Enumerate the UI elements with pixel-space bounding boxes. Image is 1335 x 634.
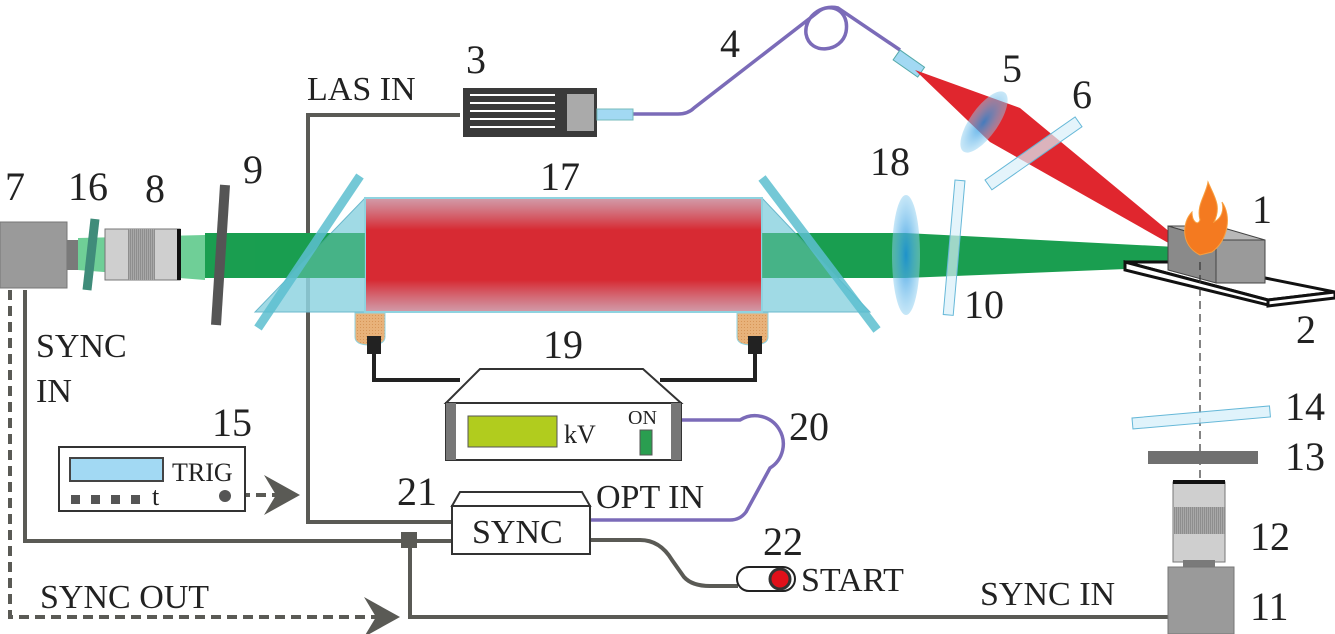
camera2-sync-wire [408,541,1168,619]
discharge-cell [253,173,881,354]
las-in-label: LAS IN [307,71,416,108]
label-2: 2 [1296,307,1316,352]
lens-18 [892,195,920,315]
label-13: 13 [1285,434,1325,479]
trig-label: TRIG [172,458,233,487]
fiber-cables [590,5,901,522]
label-16: 16 [68,164,108,209]
label-1: 1 [1252,187,1272,232]
sync-in-left-wire [23,290,452,543]
label-9: 9 [243,147,263,192]
label-4: 4 [720,21,740,66]
hv-display [467,415,558,448]
label-14: 14 [1285,384,1325,429]
label-6: 6 [1072,72,1092,117]
label-5: 5 [1002,46,1022,91]
sync-out-label: SYNC OUT [40,579,209,616]
opt-in-label: OPT IN [596,479,704,516]
trig-output-connector [219,490,231,502]
objective-12 [1172,480,1226,572]
hv-supply-19 [443,368,684,461]
junction-node [401,532,417,548]
fiber-20 [590,413,786,522]
sync-in-left-label-line2: IN [36,373,72,410]
sync-box-label: SYNC [472,514,563,551]
las-in-wire [306,113,460,524]
flame-icon [1184,180,1228,256]
objective-8 [104,228,181,281]
label-19: 19 [543,322,583,367]
label-12: 12 [1250,514,1290,559]
start-button-22 [736,566,796,592]
fiber-4 [632,5,901,116]
hv-switch-label: ON [628,407,657,429]
label-7: 7 [5,164,25,209]
label-22: 22 [763,519,803,564]
filter-13 [1148,451,1258,464]
filter-9 [211,184,230,326]
delay-generator-15 [58,446,246,512]
camera-7 [0,221,78,289]
pump-laser-3 [463,88,634,137]
mirror-6 [984,116,1083,191]
brewster-window-right [758,175,881,333]
sync-out-dashed [8,290,400,634]
hv-unit-label: kV [564,420,596,449]
label-10: 10 [964,282,1004,327]
hv-power-switch [639,429,653,456]
label-8: 8 [145,166,165,211]
plate-10 [942,179,966,316]
sync-box-21 [450,491,592,555]
label-17: 17 [540,154,580,199]
label-18: 18 [870,139,910,184]
sync-in-left-label-line1: SYNC [36,328,127,365]
wiring [23,113,1168,619]
hv-leads [372,345,757,382]
label-21: 21 [397,469,437,514]
fiber-collimator [892,49,926,78]
filter-16 [82,218,100,291]
delay-display [69,457,164,482]
t-label: t [152,482,160,511]
label-11: 11 [1250,584,1289,629]
label-3: 3 [466,37,486,82]
label-15: 15 [212,400,252,445]
sync-in-right-label: SYNC IN [980,576,1115,613]
start-wire [590,538,738,588]
brewster-window-left [254,173,364,331]
label-20: 20 [789,404,829,449]
start-label: START [801,562,904,599]
lens-5 [960,91,1008,153]
camera-11 [1167,566,1235,634]
plate-14 [1131,405,1271,430]
